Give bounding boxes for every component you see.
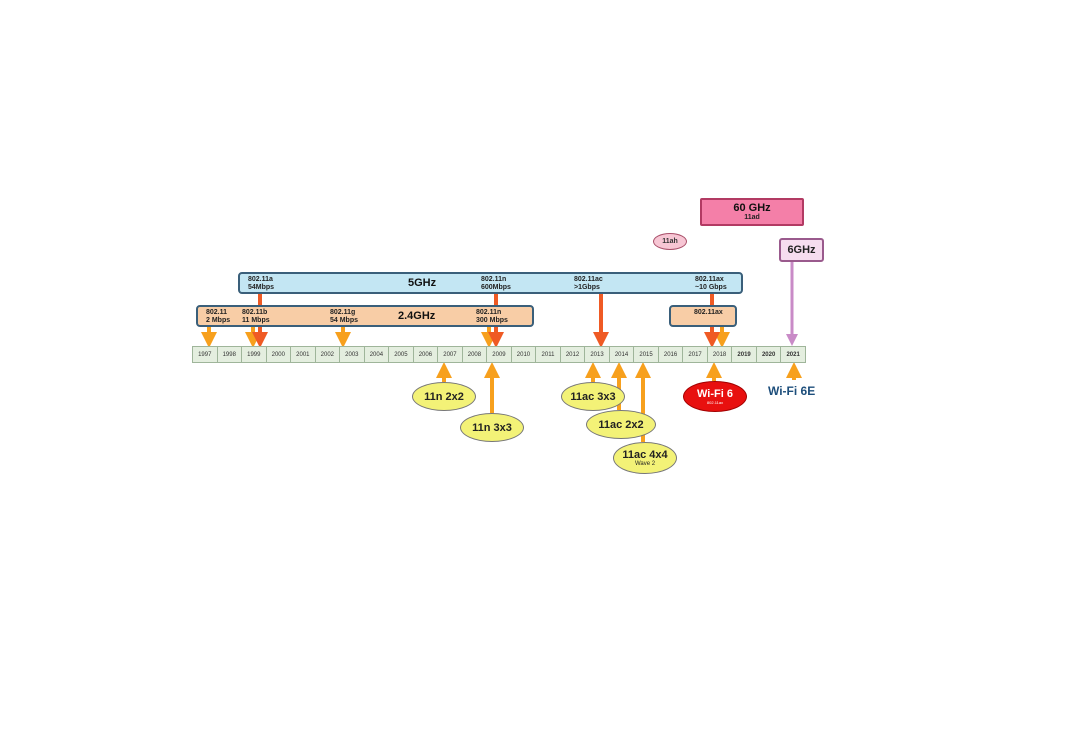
oval-11ac-4x4-label: 11ac 4x4 xyxy=(622,449,668,461)
year-cell: 1998 xyxy=(218,347,243,362)
year-cell: 1999 xyxy=(242,347,267,362)
std-80211ac: 802.11ac >1Gbps xyxy=(574,276,603,292)
year-cell: 2011 xyxy=(536,347,561,362)
wifi6-sub: 802.11ax xyxy=(706,400,724,405)
band-24ghz: 2.4GHz xyxy=(196,305,534,327)
std-80211n-24-name: 802.11n xyxy=(476,309,502,316)
oval-11ah: 11ah xyxy=(653,233,687,250)
std-80211n-5-name: 802.11n xyxy=(481,276,507,283)
year-cell: 2002 xyxy=(316,347,341,362)
year-cell: 2016 xyxy=(659,347,684,362)
band-24ghz-label: 2.4GHz xyxy=(398,310,436,322)
std-80211n-5-rate: 600Mbps xyxy=(481,284,511,291)
year-cell: 2017 xyxy=(683,347,708,362)
label-wifi6e: Wi-Fi 6E xyxy=(768,384,816,398)
band-5ghz-label: 5GHz xyxy=(408,277,437,289)
std-80211b-rate: 11 Mbps xyxy=(242,317,270,324)
year-cell: 2003 xyxy=(340,347,365,362)
std-80211ac-name: 802.11ac xyxy=(574,276,603,283)
year-cell: 2010 xyxy=(512,347,537,362)
std-80211n-24: 802.11n 300 Mbps xyxy=(476,309,508,325)
std-80211ax-5: 802.11ax ~10 Gbps xyxy=(695,276,727,292)
std-80211ac-rate: >1Gbps xyxy=(574,284,600,291)
std-80211n-24-rate: 300 Mbps xyxy=(476,317,508,324)
std-80211a: 802.11a 54Mbps xyxy=(248,276,274,292)
year-cell: 2004 xyxy=(365,347,390,362)
std-80211b-name: 802.11b xyxy=(242,309,268,316)
box-60ghz-title: 60 GHz xyxy=(733,202,771,214)
std-80211ax-5-name: 802.11ax xyxy=(695,276,724,283)
oval-wifi6: Wi-Fi 6 802.11ax xyxy=(683,381,747,412)
year-cell: 2013 xyxy=(585,347,610,362)
std-80211ax-24-name: 802.11ax xyxy=(694,309,723,316)
year-cell: 2018 xyxy=(708,347,733,362)
oval-11n-2x2-label: 11n 2x2 xyxy=(424,390,464,403)
oval-11ac-2x2-label: 11ac 2x2 xyxy=(598,418,644,431)
year-cell: 2008 xyxy=(463,347,488,362)
year-cell: 2001 xyxy=(291,347,316,362)
std-80211b: 802.11b 11 Mbps xyxy=(242,309,270,325)
std-80211n-5: 802.11n 600Mbps xyxy=(481,276,511,292)
band-24ghz-ax xyxy=(669,305,737,327)
std-80211g-name: 802.11g xyxy=(330,309,356,316)
std-80211ax-24: 802.11ax xyxy=(694,309,723,317)
year-cell: 2020 xyxy=(757,347,782,362)
oval-11ac-4x4-sub: Wave 2 xyxy=(634,461,656,467)
oval-11n-2x2: 11n 2x2 xyxy=(412,382,476,411)
std-80211g-rate: 54 Mbps xyxy=(330,317,359,324)
year-cell: 2009 xyxy=(487,347,512,362)
box-6ghz: 6GHz xyxy=(779,238,824,262)
std-80211: 802.11 2 Mbps xyxy=(206,309,230,325)
year-cell: 2007 xyxy=(438,347,463,362)
year-cell: 2014 xyxy=(610,347,635,362)
std-80211-rate: 2 Mbps xyxy=(206,317,231,324)
year-cell: 2006 xyxy=(414,347,439,362)
oval-11ac-2x2: 11ac 2x2 xyxy=(586,410,656,439)
band-5ghz: 5GHz xyxy=(238,272,743,294)
std-80211-name: 802.11 xyxy=(206,309,228,316)
oval-11n-3x3: 11n 3x3 xyxy=(460,413,524,442)
year-cell: 2015 xyxy=(634,347,659,362)
year-cell: 2005 xyxy=(389,347,414,362)
box-60ghz-sub: 11ad xyxy=(744,214,760,221)
std-80211a-name: 802.11a xyxy=(248,276,273,283)
oval-11ac-4x4: 11ac 4x4 Wave 2 xyxy=(613,442,677,474)
year-cell: 2000 xyxy=(267,347,292,362)
std-80211g: 802.11g 54 Mbps xyxy=(330,309,358,325)
year-cell: 2021 xyxy=(786,351,800,358)
year-cell: 2012 xyxy=(561,347,586,362)
oval-11ac-3x3-label: 11ac 3x3 xyxy=(570,390,616,403)
std-80211ax-5-rate: ~10 Gbps xyxy=(695,284,727,291)
year-cell: 2019 xyxy=(732,347,757,362)
std-80211a-rate: 54Mbps xyxy=(248,284,275,291)
oval-11ac-3x3: 11ac 3x3 xyxy=(561,382,625,411)
year-cell: 1997 xyxy=(193,347,218,362)
oval-11n-3x3-label: 11n 3x3 xyxy=(472,421,512,434)
box-60ghz: 60 GHz 11ad xyxy=(700,198,804,226)
wifi6-title: Wi-Fi 6 xyxy=(697,388,733,400)
